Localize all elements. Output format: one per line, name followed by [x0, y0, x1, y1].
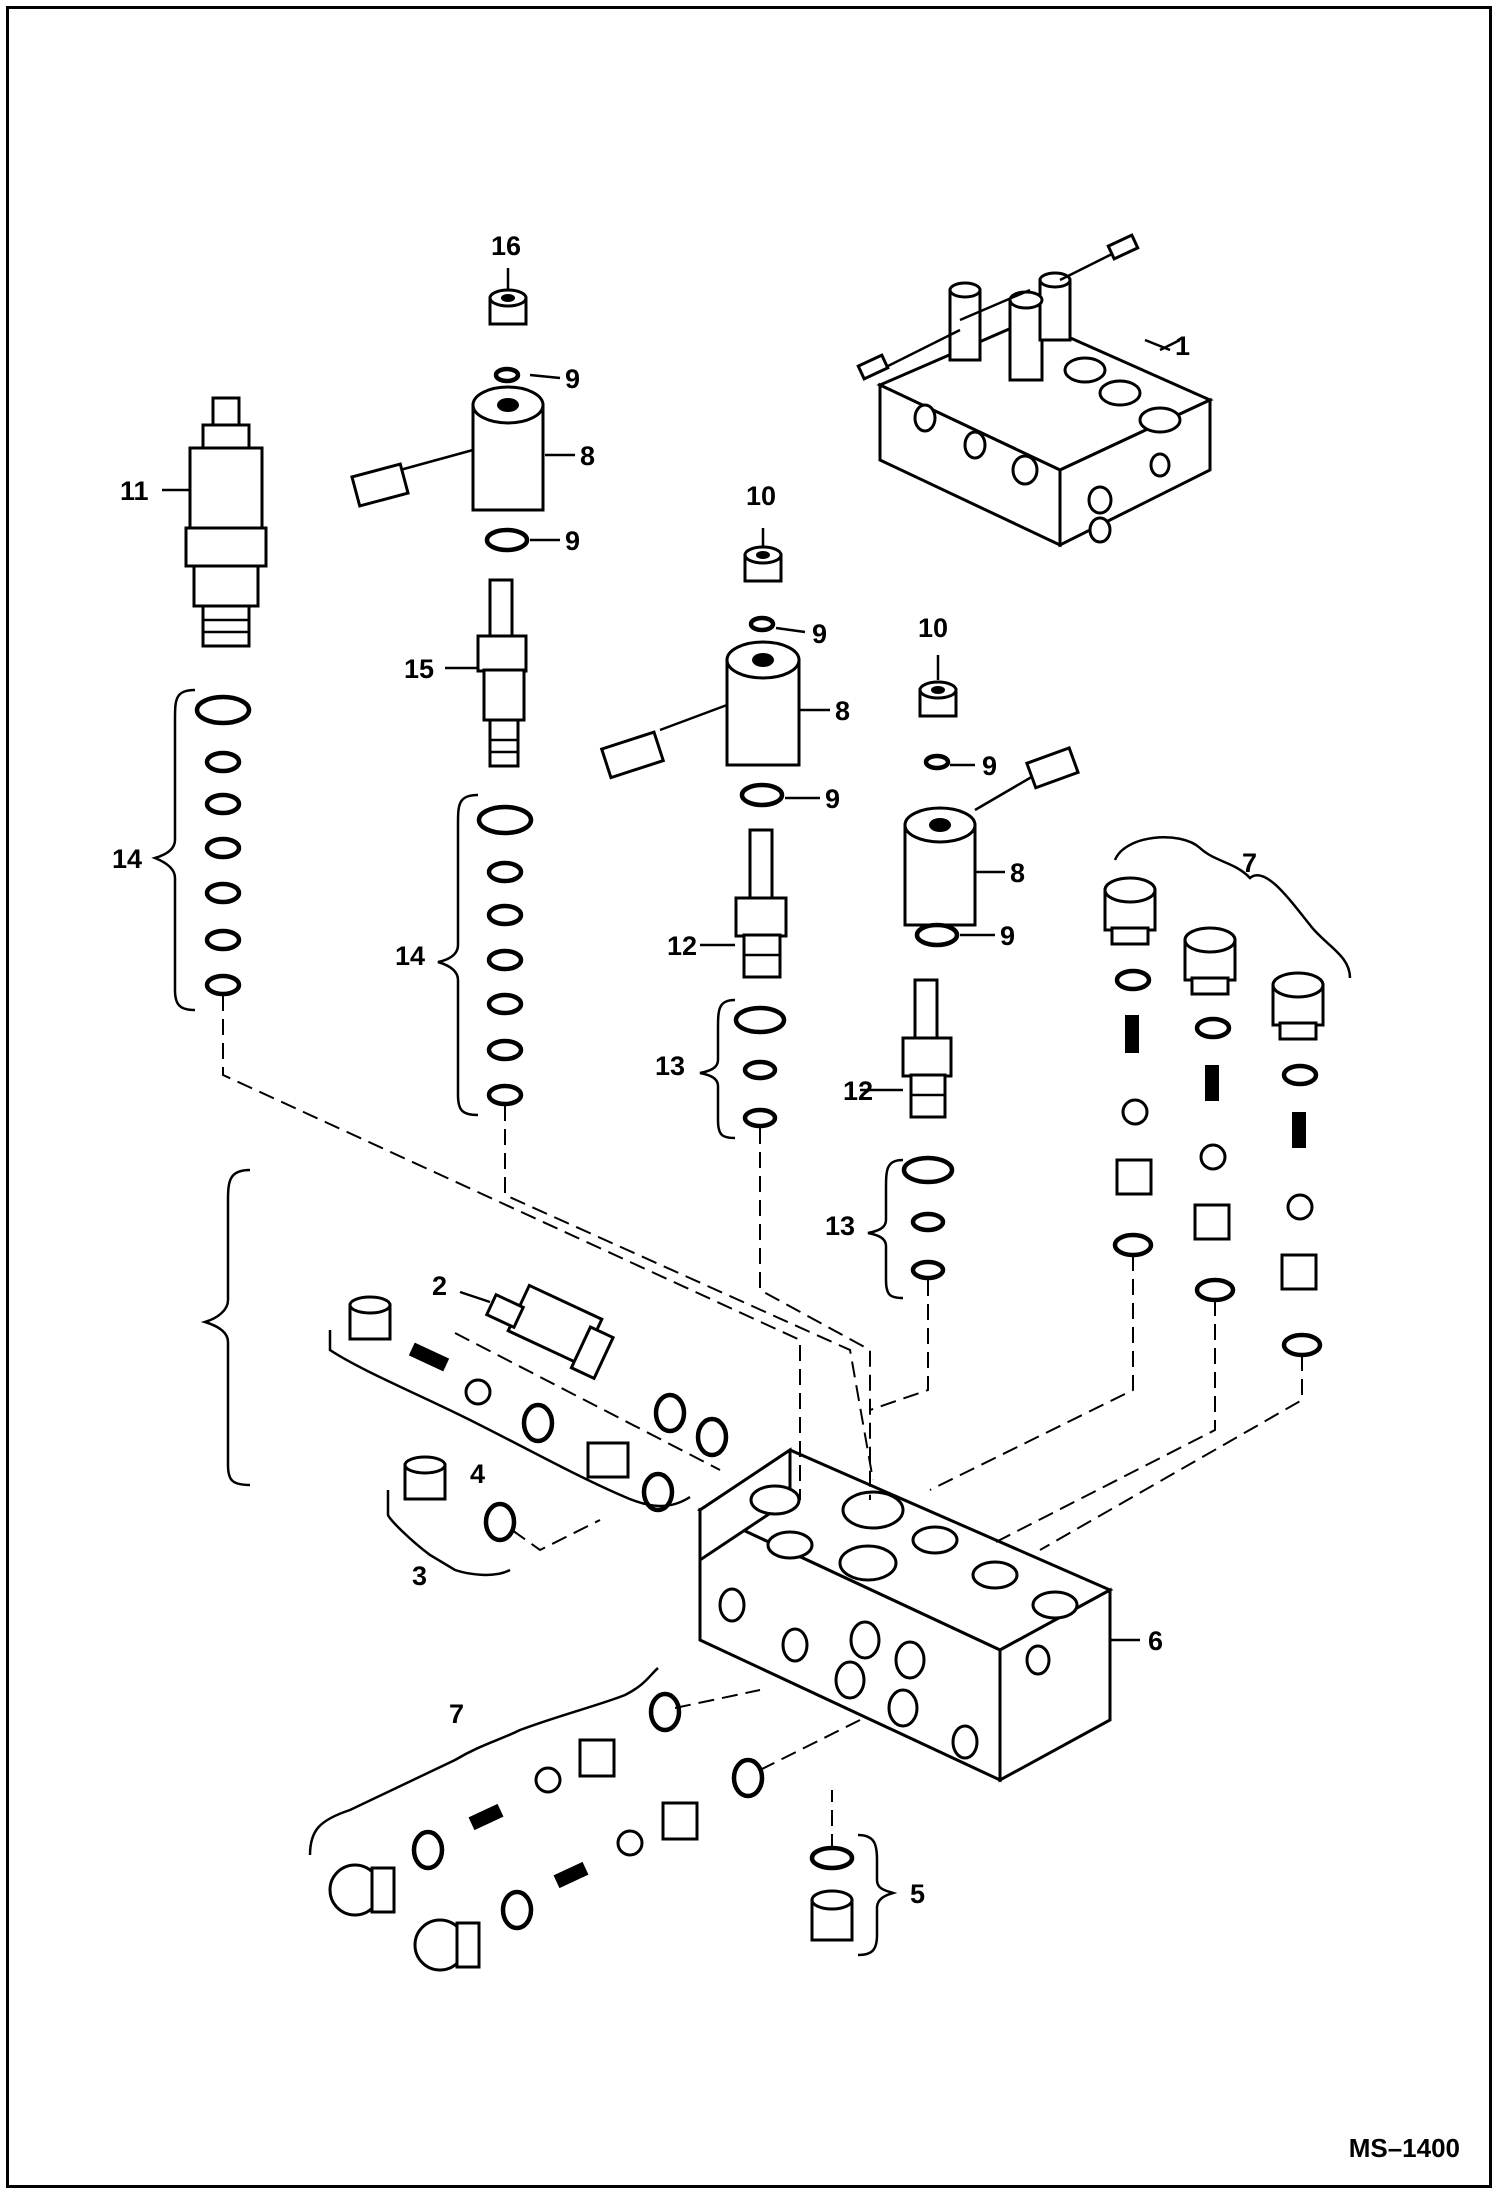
callout-9-e: 9: [982, 751, 997, 781]
cartridge-2: [484, 1283, 616, 1381]
drawing-frame: [6, 6, 1492, 2188]
manifold-block: [696, 1447, 1114, 1783]
callout-9-b: 9: [565, 526, 580, 556]
callout-7-bottom: 7: [449, 1699, 464, 1729]
callout-14-a: 14: [112, 844, 142, 874]
callout-13-b: 13: [825, 1211, 855, 1241]
valve-assembly-complete: [856, 233, 1214, 548]
seal-kit-13-right: [901, 1155, 955, 1281]
plug-kit-5: [809, 1845, 855, 1942]
coil-8-top: [350, 385, 545, 512]
callout-9-c: 9: [812, 619, 827, 649]
kit-4-parts: [348, 1295, 729, 1513]
coil-8-mid: [599, 640, 801, 780]
callout-8-b: 8: [835, 696, 850, 726]
kit-3-parts: [403, 1455, 517, 1543]
callout-11: 11: [120, 476, 149, 506]
callouts: 16 9 8 9 11 15 10 9 8 9 10 9 8 9 1 14 14…: [112, 231, 1257, 1909]
callout-3: 3: [412, 1561, 427, 1591]
callout-12-b: 12: [843, 1076, 873, 1106]
nut-16: [488, 288, 528, 326]
callout-9-f: 9: [1000, 921, 1015, 951]
callout-8-c: 8: [1010, 858, 1025, 888]
check-valve-kits-top: [1103, 876, 1325, 1358]
callout-16: 16: [491, 231, 521, 261]
callout-4: 4: [470, 1459, 485, 1489]
callout-10-a: 10: [746, 481, 776, 511]
solenoid-valve-12-right: [901, 978, 953, 1119]
coil-8-right: [903, 745, 1080, 927]
check-valve-kits-bottom: [328, 1691, 765, 1972]
callout-9-d: 9: [825, 784, 840, 814]
drawing-code: MS–1400: [1348, 2133, 1460, 2163]
o-rings-9: [484, 366, 960, 948]
callout-13-a: 13: [655, 1051, 685, 1081]
nut-10-right: [918, 680, 958, 718]
callout-5: 5: [910, 1879, 925, 1909]
relief-valve: [184, 396, 268, 648]
callout-12-a: 12: [667, 931, 697, 961]
braces: [151, 688, 1352, 1957]
callout-7-top: 7: [1242, 848, 1257, 878]
callout-10-b: 10: [918, 613, 948, 643]
leader-lines: [162, 268, 1171, 1642]
callout-8-a: 8: [580, 441, 595, 471]
seal-kit-14-right: [476, 804, 534, 1107]
callout-14-b: 14: [395, 941, 425, 971]
seal-kit-14-left: [194, 694, 252, 997]
solenoid-valve-12-left: [734, 828, 788, 979]
callout-6: 6: [1148, 1626, 1163, 1656]
callout-15: 15: [404, 654, 434, 684]
nut-10-mid: [743, 545, 783, 583]
callout-1: 1: [1175, 331, 1190, 361]
callout-2: 2: [432, 1271, 447, 1301]
assembly-lines: [222, 995, 1303, 1850]
solenoid-valve-15: [476, 578, 528, 768]
seal-kit-13-mid: [733, 1005, 787, 1129]
callout-9-a: 9: [565, 364, 580, 394]
